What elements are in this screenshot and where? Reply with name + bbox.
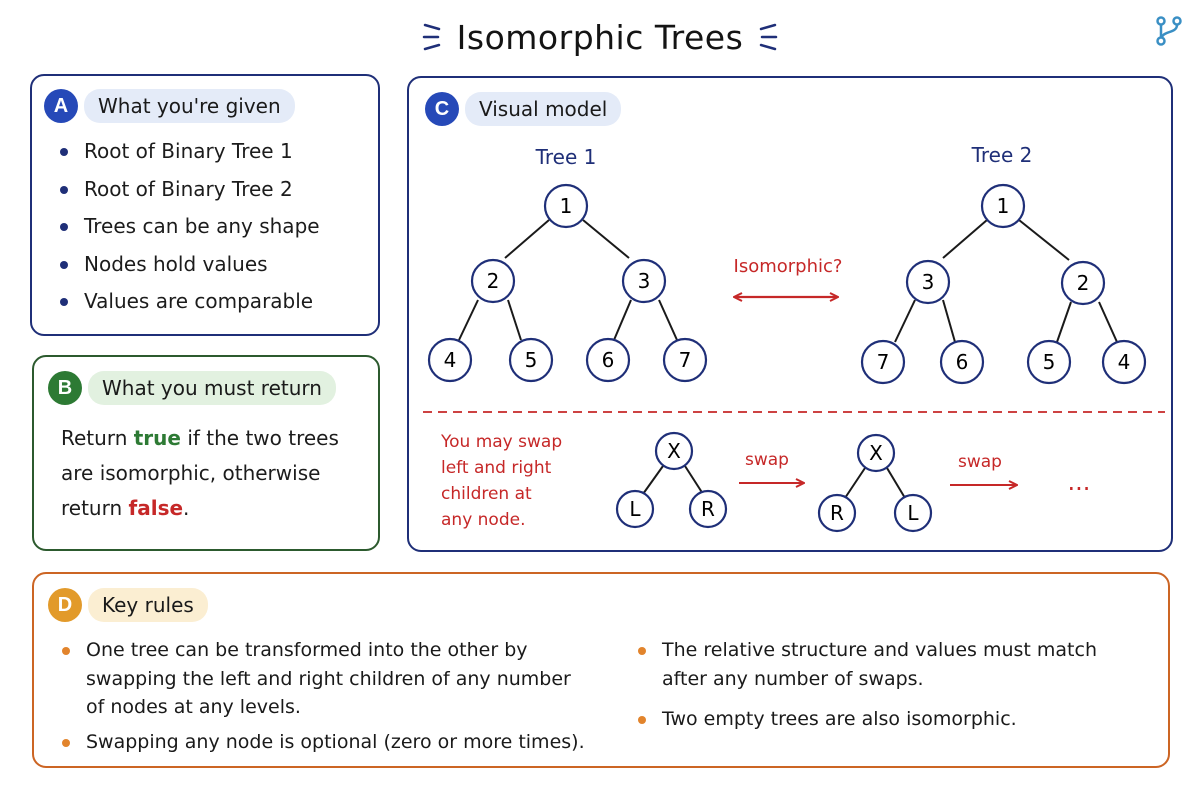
page-title: Isomorphic Trees [456,17,744,57]
return-text-end: . [183,496,190,520]
rules-right-list: The relative structure and values must m… [634,636,1114,746]
left-sparkle-icon [422,23,440,51]
svg-text:4: 4 [444,348,457,372]
tree2-edges [894,219,1118,343]
svg-text:5: 5 [1043,350,1056,374]
panel-key-rules: D Key rules One tree can be transformed … [32,572,1170,768]
tree2-node: 1 [980,183,1026,229]
svg-text:X: X [667,439,681,463]
rule-item: One tree can be transformed into the oth… [58,636,588,722]
tree1-node: 6 [585,337,631,383]
swap-tree-b-node: L [893,493,933,533]
tree1-node: 4 [427,337,473,383]
true-keyword: true [133,426,181,450]
tree2-node: 6 [939,339,985,385]
tree2-node: 3 [905,259,951,305]
tree1-node: 2 [470,258,516,304]
tree2-title: Tree 2 [971,143,1033,167]
isomorphic-question: Isomorphic? [734,256,843,277]
tree1-node: 1 [543,183,589,229]
badge-d: D [48,588,82,622]
return-description: Return true if the two trees are isomorp… [61,421,371,526]
swap-tree-a-node: L [615,489,655,529]
tree1-node: 7 [662,337,708,383]
svg-text:6: 6 [602,348,615,372]
title-bar: Isomorphic Trees [0,12,1200,62]
rule-item: Two empty trees are also isomorphic. [634,705,1114,734]
panel-given-header: A What you're given [44,89,295,123]
svg-text:children at: children at [441,484,532,504]
panel-visual-model: C Visual model Tree 1 1 2 3 4 5 6 7 [407,76,1173,552]
return-text-start: Return [61,426,134,450]
list-item: Nodes hold values [58,249,320,287]
swap-tree-b-node: X [856,433,896,473]
svg-text:2: 2 [1077,271,1090,295]
panel-rules-header: D Key rules [48,588,208,622]
svg-text:1: 1 [997,194,1010,218]
panel-return: B What you must return Return true if th… [32,355,380,551]
svg-text:7: 7 [877,350,890,374]
svg-text:any node.: any node. [441,510,526,530]
badge-c: C [425,92,459,126]
list-item: Values are comparable [58,286,320,324]
svg-text:left and right: left and right [441,458,552,478]
svg-text:2: 2 [487,269,500,293]
svg-text:3: 3 [638,269,651,293]
rules-left-list: One tree can be transformed into the oth… [58,636,588,762]
panel-return-title: What you must return [88,371,336,405]
tree2-node: 2 [1060,260,1106,306]
branch-icon[interactable] [1152,14,1186,48]
list-item: Root of Binary Tree 1 [58,136,320,174]
tree1-edges [458,219,678,341]
swap-note: You may swap left and right children at … [440,432,562,530]
tree2-node: 5 [1026,339,1072,385]
tree1-node: 3 [621,258,667,304]
svg-text:4: 4 [1118,350,1131,374]
rule-item: Swapping any node is optional (zero or m… [58,728,588,757]
panel-given: A What you're given Root of Binary Tree … [30,74,380,336]
swap-tree-b-edges [844,467,906,499]
panel-visual-title: Visual model [465,92,622,126]
right-sparkle-icon [760,23,778,51]
panel-given-title: What you're given [84,89,295,123]
panel-rules-title: Key rules [88,588,208,622]
svg-text:1: 1 [560,194,573,218]
false-keyword: false [128,496,184,520]
return-text-middle: if the two trees are isomorphic, otherwi… [61,426,339,520]
swap-label: swap [745,450,789,470]
tree1-node: 5 [508,337,554,383]
tree2-node: 7 [860,339,906,385]
svg-text:3: 3 [922,270,935,294]
svg-text:X: X [869,441,883,465]
svg-text:7: 7 [679,348,692,372]
tree-diagram: Tree 1 1 2 3 4 5 6 7 Isomorphic? Tree 2 [423,143,1165,533]
list-item: Trees can be any shape [58,211,320,249]
svg-text:6: 6 [956,350,969,374]
swap-tree-a-node: R [688,489,728,529]
svg-text:5: 5 [525,348,538,372]
tree2-node: 4 [1101,339,1147,385]
ellipsis: ... [1068,468,1091,496]
badge-b: B [48,371,82,405]
panel-return-header: B What you must return [48,371,336,405]
badge-a: A [44,89,78,123]
svg-text:R: R [830,501,844,525]
swap-tree-a-node: X [654,431,694,471]
svg-text:R: R [701,497,715,521]
swap-tree-a-edges [642,465,704,495]
list-item: Root of Binary Tree 2 [58,174,320,212]
swap-tree-b-node: R [817,493,857,533]
panel-visual-header: C Visual model [425,92,622,126]
swap-label: swap [958,452,1002,472]
svg-text:You may swap: You may swap [440,432,562,452]
tree1-title: Tree 1 [535,145,597,169]
svg-text:L: L [629,497,641,521]
rule-item: The relative structure and values must m… [634,636,1114,693]
given-list: Root of Binary Tree 1 Root of Binary Tre… [58,136,320,324]
svg-text:L: L [907,501,919,525]
